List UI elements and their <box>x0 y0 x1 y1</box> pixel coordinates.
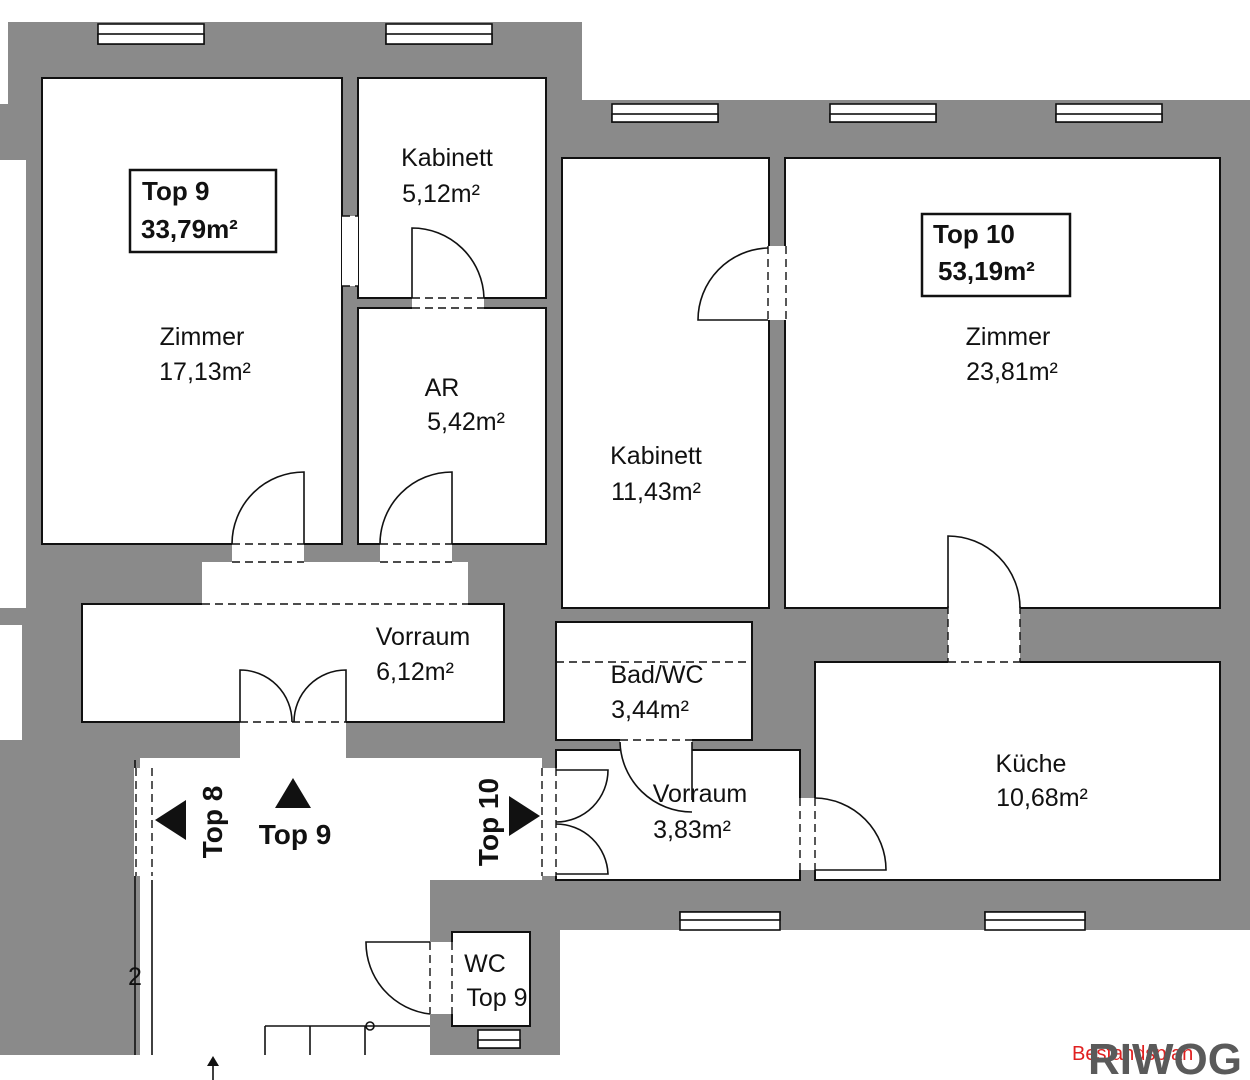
corridor <box>140 758 542 880</box>
label-ar-name: AR <box>425 374 460 402</box>
door-swing <box>231 471 305 545</box>
room-vorraum-top9 <box>81 603 505 723</box>
label-vorraum9-area: 6,12m² <box>376 658 454 686</box>
doors <box>134 215 1021 1015</box>
wall-right-edge <box>1220 100 1250 930</box>
door-swing <box>814 797 887 871</box>
label-vorraum10-area: 3,83m² <box>653 816 731 844</box>
entrance-top9-label: Top 9 <box>259 819 332 850</box>
label-zimmer9-name: Zimmer <box>160 323 245 351</box>
arrow-left-icon <box>155 800 186 840</box>
door-swing <box>365 941 431 1015</box>
label-kabinett10-name: Kabinett <box>610 442 702 470</box>
stair-mark: 2 <box>128 963 142 991</box>
label-kabinett9-area: 5,12m² <box>402 180 480 208</box>
label-zimmer9-area: 17,13m² <box>159 358 251 386</box>
label-zimmer10-area: 23,81m² <box>966 358 1058 386</box>
arrow-up-icon <box>275 778 311 808</box>
door-swing <box>379 471 453 545</box>
label-vorraum10-name: Vorraum <box>653 780 747 808</box>
unit-top9-name: Top 9 <box>142 176 209 206</box>
door-swing <box>555 769 609 875</box>
label-kueche-name: Küche <box>996 750 1067 778</box>
entrance-markers: Top 8 Top 9 Top 10 <box>155 778 540 866</box>
door-swing <box>947 535 1021 609</box>
arrow-right-icon <box>509 796 540 836</box>
room-zimmer-top9 <box>41 77 343 545</box>
door-swing <box>619 741 693 813</box>
brand-logo: RIWOG <box>1088 1035 1242 1080</box>
room-labels: Zimmer 17,13m² Kabinett 5,12m² AR 5,42m²… <box>159 144 1088 1012</box>
unit-top9-box: Top 9 33,79m² <box>128 168 278 254</box>
stair-hall <box>140 880 430 1055</box>
unit-top10-name: Top 10 <box>933 219 1015 249</box>
door-swing <box>239 669 347 723</box>
door-swing <box>697 247 769 321</box>
label-kabinett10-area: 11,43m² <box>611 478 701 506</box>
windows <box>97 23 1163 1049</box>
room-vorraum-top10 <box>555 749 801 881</box>
room-kabinett-top10 <box>561 157 770 609</box>
label-wc-unit: Top 9 <box>466 984 527 1012</box>
entrance-top10-label: Top 10 <box>473 778 504 866</box>
label-kabinett9-name: Kabinett <box>401 144 493 172</box>
room-bad-wc <box>555 621 753 741</box>
room-wc-top9 <box>451 931 531 1027</box>
label-zimmer10-name: Zimmer <box>966 323 1051 351</box>
watermark: Bestandsplan RIWOG <box>1072 1035 1242 1080</box>
door-swing <box>411 227 485 299</box>
passage-top9 <box>202 562 468 606</box>
rooms-top10 <box>555 157 1221 881</box>
unit-top9-area: 33,79m² <box>141 214 238 244</box>
label-bad-name: Bad/WC <box>610 661 703 689</box>
label-bad-area: 3,44m² <box>611 696 689 724</box>
room-kueche <box>814 661 1221 881</box>
entrance-top8-label: Top 8 <box>197 786 228 859</box>
label-kueche-area: 10,68m² <box>996 784 1088 812</box>
unit-top10-box: Top 10 53,19m² <box>920 212 1072 298</box>
label-wc-name: WC <box>464 950 506 978</box>
label-vorraum9-name: Vorraum <box>376 623 470 651</box>
plan-caption: Bestandsplan <box>1072 1043 1193 1065</box>
unit-top10-area: 53,19m² <box>938 256 1035 286</box>
label-ar-area: 5,42m² <box>427 408 505 436</box>
rooms-top9 <box>41 77 547 1027</box>
